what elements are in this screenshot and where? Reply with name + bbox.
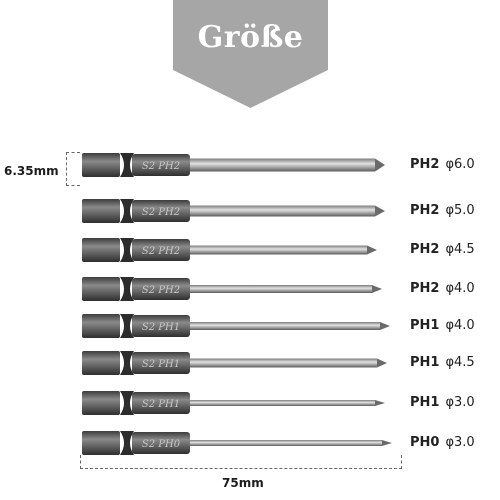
screwdriver-bit-icon: S2 PH1 — [82, 314, 390, 338]
bit-diameter: φ3.0 — [445, 435, 475, 450]
bit-row: S2 PH2 PH2 φ4.0 — [80, 274, 500, 304]
bit-type: PH2 — [410, 157, 440, 172]
bit-row: S2 PH1 PH1 φ4.5 — [80, 348, 500, 378]
bit-row: S2 PH1 PH1 φ4.0 — [80, 311, 500, 341]
bit-type: PH1 — [410, 395, 440, 410]
bit-size-label: PH2 φ4.0 — [410, 281, 475, 296]
bit-row: S2 PH2 PH2 φ4.5 — [80, 235, 500, 265]
bit-size-label: PH1 φ4.5 — [410, 355, 475, 370]
length-dimension-line — [80, 455, 402, 469]
bit-type: PH2 — [410, 281, 440, 296]
banner-shape-icon — [173, 0, 328, 108]
title-banner — [173, 0, 328, 108]
banner-title: Größe — [197, 20, 304, 55]
bit-size-label: PH1 φ4.0 — [410, 318, 475, 333]
bit-type: PH2 — [410, 242, 440, 257]
bit-engraving: S2 PH1 — [142, 359, 180, 370]
screwdriver-bit-icon: S2 PH2 — [82, 277, 382, 301]
bit-type: PH2 — [410, 203, 440, 218]
bit-size-label: PH2 φ4.5 — [410, 242, 475, 257]
bit-diameter: φ6.0 — [445, 157, 475, 172]
bit-row: S2 PH0 PH0 φ3.0 — [80, 428, 500, 458]
hex-width-bracket — [66, 152, 80, 186]
bit-diameter: φ3.0 — [445, 395, 475, 410]
bit-diameter: φ5.0 — [445, 203, 475, 218]
bit-type: PH1 — [410, 355, 440, 370]
bit-type: PH1 — [410, 318, 440, 333]
bit-engraving: S2 PH1 — [142, 399, 180, 410]
bit-row: S2 PH2 PH2 φ5.0 — [80, 196, 500, 226]
bit-engraving: S2 PH1 — [142, 322, 180, 333]
screwdriver-bit-icon: S2 PH1 — [82, 391, 385, 415]
bit-size-label: PH2 φ5.0 — [410, 203, 475, 218]
bit-row: S2 PH2 PH2 φ6.0 — [80, 150, 500, 180]
bit-row: S2 PH1 PH1 φ3.0 — [80, 388, 500, 418]
bit-engraving: S2 PH2 — [142, 246, 180, 257]
bit-engraving: S2 PH2 — [142, 161, 180, 172]
bit-engraving: S2 PH2 — [142, 285, 180, 296]
bit-size-label: PH2 φ6.0 — [410, 157, 475, 172]
length-label: 75mm — [222, 476, 264, 490]
bit-size-label: PH0 φ3.0 — [410, 435, 475, 450]
bit-diameter: φ4.0 — [445, 281, 475, 296]
hex-width-label: 6.35mm — [4, 164, 59, 178]
bit-diameter: φ4.5 — [445, 242, 475, 257]
bit-type: PH0 — [410, 435, 440, 450]
bit-size-label: PH1 φ3.0 — [410, 395, 475, 410]
screwdriver-bit-icon: S2 PH1 — [82, 351, 387, 375]
screwdriver-bit-icon: S2 PH2 — [82, 153, 385, 177]
screwdriver-bit-icon: S2 PH0 — [82, 431, 392, 455]
screwdriver-bit-icon: S2 PH2 — [82, 199, 385, 223]
bit-diameter: φ4.5 — [445, 355, 475, 370]
bit-engraving: S2 PH2 — [142, 207, 180, 218]
screwdriver-bit-icon: S2 PH2 — [82, 238, 377, 262]
bit-engraving: S2 PH0 — [142, 439, 181, 450]
bit-diameter: φ4.0 — [445, 318, 475, 333]
